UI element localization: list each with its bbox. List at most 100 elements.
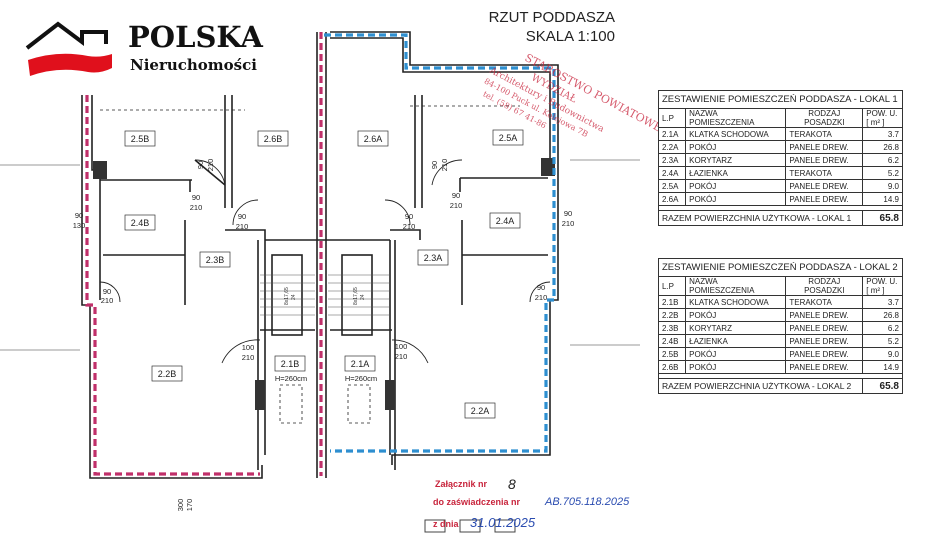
height-label-a: H=260cm <box>345 374 377 383</box>
svg-text:2.4A: 2.4A <box>496 216 515 226</box>
logo-brand: POLSKA <box>128 20 263 54</box>
stair-annotations: 8x17,65 24 8x17,65 24 <box>284 287 366 305</box>
svg-text:100: 100 <box>242 343 255 352</box>
svg-text:2.4B: 2.4B <box>131 218 150 228</box>
door-swings <box>99 159 551 364</box>
room-label-2.1B: 2.1B <box>274 355 306 372</box>
svg-text:90: 90 <box>196 161 205 169</box>
room-label-2.2B: 2.2B <box>151 365 183 382</box>
room-label-2.5A: 2.5A <box>492 129 524 146</box>
svg-text:210: 210 <box>395 352 408 361</box>
svg-text:90: 90 <box>75 211 83 220</box>
svg-text:170: 170 <box>185 499 194 512</box>
svg-text:210: 210 <box>562 219 575 228</box>
header-lp: L.P <box>657 276 687 296</box>
stair-treads <box>260 274 390 316</box>
official-stamp: STAROSTWO POWIATOWE WYDZIAŁ Architektury… <box>481 51 664 139</box>
svg-text:24: 24 <box>291 294 297 300</box>
lokal1-boundary <box>324 33 556 453</box>
svg-text:300: 300 <box>176 499 185 512</box>
drawing-title: RZUT PODDASZA SKALA 1:100 <box>480 8 615 46</box>
header-area: POW. U.[ m² ] <box>862 276 903 296</box>
attachment-note: Załącznik nr 8 do zaświadczenia nr AB.70… <box>433 476 630 530</box>
svg-text:90: 90 <box>537 283 545 292</box>
svg-text:90: 90 <box>452 191 460 200</box>
svg-text:2.6A: 2.6A <box>364 134 383 144</box>
svg-text:210: 210 <box>206 159 215 172</box>
room-label-2.3A: 2.3A <box>417 249 449 266</box>
room-label-2.3B: 2.3B <box>199 251 231 268</box>
svg-text:2.5B: 2.5B <box>131 134 150 144</box>
svg-text:210: 210 <box>242 353 255 362</box>
site-lines <box>0 159 640 351</box>
svg-text:210: 210 <box>440 159 449 172</box>
svg-text:210: 210 <box>450 201 463 210</box>
svg-text:210: 210 <box>101 296 114 305</box>
svg-text:8x17,65: 8x17,65 <box>353 287 359 305</box>
plan-title: RZUT PODDASZA <box>488 9 615 26</box>
room-label-2.6A: 2.6A <box>357 130 389 147</box>
svg-text:100: 100 <box>395 342 408 351</box>
svg-text:2.1A: 2.1A <box>351 359 370 369</box>
logo-subtitle: Nieruchomości <box>130 56 257 74</box>
height-label-b: H=260cm <box>275 374 307 383</box>
svg-text:Załącznik nr: Załącznik nr <box>435 479 488 489</box>
svg-text:AB.705.118.2025: AB.705.118.2025 <box>544 496 630 508</box>
windows <box>424 519 516 533</box>
company-logo: POLSKA Nieruchomości <box>0 0 290 90</box>
lokal2-boundary <box>85 32 323 476</box>
svg-text:31.01.2025: 31.01.2025 <box>470 515 536 530</box>
svg-text:210: 210 <box>190 203 203 212</box>
house-flag-icon <box>25 21 112 76</box>
svg-text:2.1B: 2.1B <box>281 359 300 369</box>
room-table-lokal-1: ZESTAWIENIE POMIESZCZEŃ PODDASZA - LOKAL… <box>657 90 903 226</box>
svg-text:90: 90 <box>430 161 439 169</box>
room-label-2.1A: 2.1A <box>344 355 376 372</box>
header-area: POW. U.[ m² ] <box>862 108 903 128</box>
svg-text:8: 8 <box>508 476 516 492</box>
svg-text:90: 90 <box>564 209 572 218</box>
svg-text:90: 90 <box>238 212 246 221</box>
svg-text:z dnia: z dnia <box>433 519 459 529</box>
svg-text:90: 90 <box>192 193 200 202</box>
svg-text:2.6B: 2.6B <box>264 134 283 144</box>
svg-text:210: 210 <box>236 222 249 231</box>
svg-text:2.3B: 2.3B <box>206 255 225 265</box>
svg-text:8x17,65: 8x17,65 <box>284 287 290 305</box>
header-lp: L.P <box>657 108 687 128</box>
room-table-lokal-2: ZESTAWIENIE POMIESZCZEŃ PODDASZA - LOKAL… <box>657 258 903 394</box>
plan-scale: SKALA 1:100 <box>525 28 615 45</box>
svg-text:90: 90 <box>103 287 111 296</box>
room-label-2.4B: 2.4B <box>124 214 156 231</box>
svg-text:210: 210 <box>403 222 416 231</box>
room-label-2.5B: 2.5B <box>124 130 156 147</box>
walls <box>81 31 559 479</box>
svg-text:do zaświadczenia nr: do zaświadczenia nr <box>433 497 521 507</box>
room-label-2.2A: 2.2A <box>464 402 496 419</box>
svg-text:90: 90 <box>405 212 413 221</box>
svg-text:2.5A: 2.5A <box>499 133 518 143</box>
room-label-2.4A: 2.4A <box>489 212 521 229</box>
svg-text:2.2B: 2.2B <box>158 369 177 379</box>
room-label-2.6B: 2.6B <box>257 130 289 147</box>
